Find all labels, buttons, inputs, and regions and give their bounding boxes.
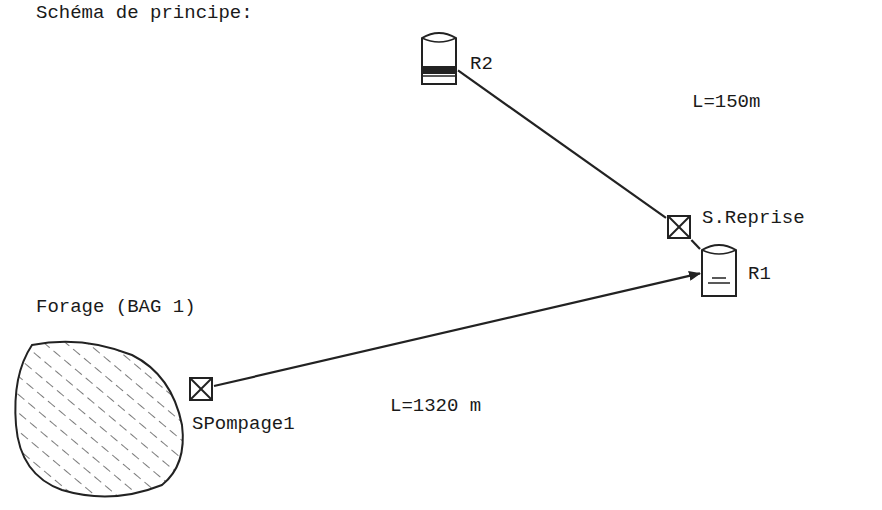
reservoir-r1: R1 — [700, 240, 738, 298]
borehole-area: Forage (BAG 1) — [12, 335, 188, 500]
pipe-line — [691, 240, 700, 249]
node-outline — [12, 335, 188, 500]
node-label: SPompage1 — [190, 414, 297, 435]
length-label: L=150m — [690, 92, 762, 113]
length-label: L=1320 m — [388, 396, 483, 417]
diagram-title: Schéma de principe: — [36, 2, 253, 24]
node-outline — [420, 28, 458, 86]
node-outline — [188, 376, 214, 402]
node-label: R1 — [746, 264, 773, 285]
node-outline — [666, 214, 692, 240]
pipe-line — [214, 273, 700, 386]
pipe-line — [458, 70, 666, 217]
reservoir-r2: R2 — [420, 28, 458, 86]
node-outline — [700, 240, 738, 298]
node-label: S.Reprise — [700, 208, 807, 229]
node-label: Forage (BAG 1) — [34, 297, 198, 318]
pump-station-symbol: SPompage1 — [188, 376, 214, 402]
pump-station-symbol: S.Reprise — [666, 214, 692, 240]
node-label: R2 — [468, 54, 495, 75]
